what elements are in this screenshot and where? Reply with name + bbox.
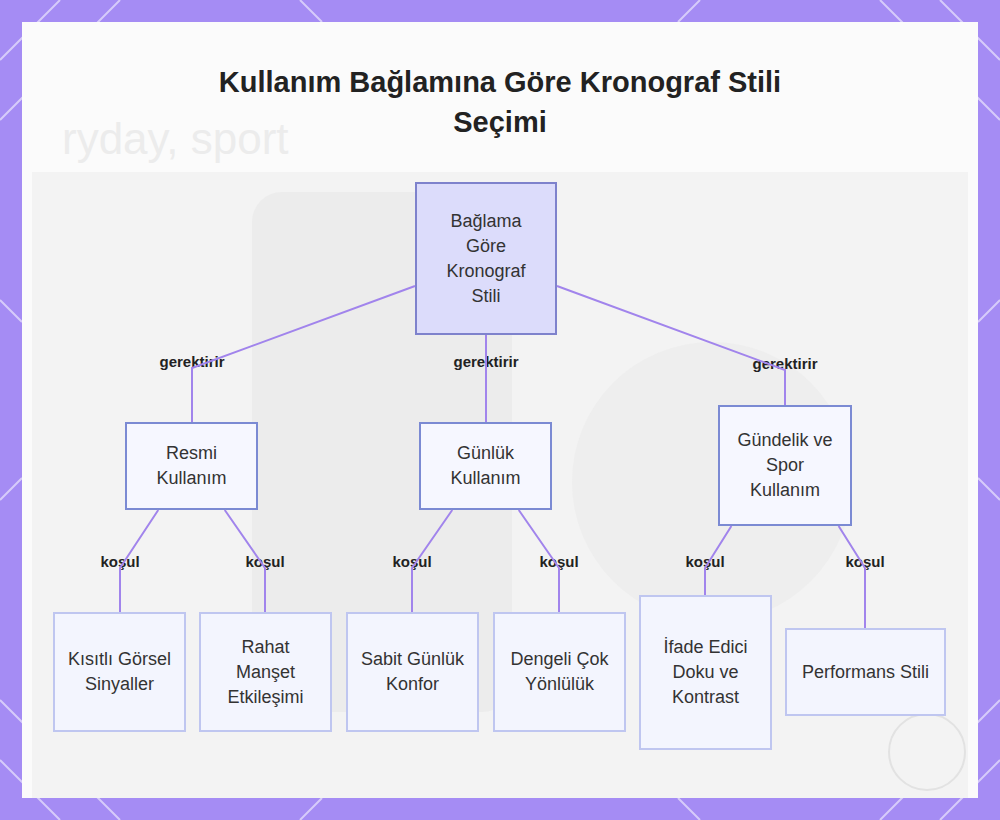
node-text: Performans Stili — [802, 660, 929, 685]
node-text: Kısıtlı Görsel Sinyaller — [65, 647, 174, 697]
category-box: Gündelik ve Spor Kullanım — [718, 405, 852, 526]
text-wrap: Gündelik ve Spor Kullanım — [730, 428, 840, 503]
node-text: Bağlama Göre Kronograf Stili — [439, 209, 533, 309]
edge-label: koşul — [845, 553, 884, 570]
node-text: İfade Edici Doku ve Kontrast — [651, 635, 760, 710]
node-text: Sabit Günlük Konfor — [358, 647, 467, 697]
text-wrap: Resmi Kullanım — [137, 441, 246, 491]
connector — [120, 510, 158, 612]
connector — [519, 510, 559, 612]
edge-label: koşul — [245, 553, 284, 570]
connector — [705, 526, 731, 595]
node-text: Gündelik ve Spor Kullanım — [730, 428, 840, 503]
condition-box: Kısıtlı Görsel Sinyaller — [53, 612, 186, 732]
connector — [485, 335, 487, 422]
edge-label: koşul — [392, 553, 431, 570]
node-text: Dengeli Çok Yönlülük — [505, 647, 614, 697]
edge-label: gerektirir — [752, 355, 817, 372]
text-wrap: Sabit Günlük Konfor — [358, 647, 467, 697]
text-wrap: Bağlama Göre Kronograf Stili — [439, 209, 533, 309]
condition-box: Rahat Manşet Etkileşimi — [199, 612, 332, 732]
text-wrap: Dengeli Çok Yönlülük — [505, 647, 614, 697]
text-wrap: Performans Stili — [802, 660, 929, 685]
background-text: ryday, sport — [62, 114, 289, 164]
condition-box: Dengeli Çok Yönlülük — [493, 612, 626, 732]
edge-label: koşul — [539, 553, 578, 570]
condition-box: İfade Edici Doku ve Kontrast — [639, 595, 772, 750]
edge-label: gerektirir — [159, 353, 224, 370]
condition-box: Performans Stili — [785, 628, 946, 716]
category-box: Günlük Kullanım — [419, 422, 552, 510]
text-wrap: Günlük Kullanım — [431, 441, 540, 491]
edge-label: koşul — [100, 553, 139, 570]
connector — [839, 526, 865, 628]
node-text: Günlük Kullanım — [431, 441, 540, 491]
text-wrap: Rahat Manşet Etkileşimi — [211, 635, 320, 710]
connector — [412, 510, 452, 612]
diagram-title: Kullanım Bağlamına Göre Kronograf Stili … — [200, 62, 800, 142]
category-box: Resmi Kullanım — [125, 422, 258, 510]
connector — [192, 286, 415, 422]
text-wrap: İfade Edici Doku ve Kontrast — [651, 635, 760, 710]
connector — [557, 286, 785, 405]
node-text: Rahat Manşet Etkileşimi — [211, 635, 320, 710]
edge-label: gerektirir — [453, 353, 518, 370]
node-text: Resmi Kullanım — [137, 441, 246, 491]
connector — [225, 510, 265, 612]
text-wrap: Kısıtlı Görsel Sinyaller — [65, 647, 174, 697]
root-box: Bağlama Göre Kronograf Stili — [415, 182, 557, 335]
edge-label: koşul — [685, 553, 724, 570]
condition-box: Sabit Günlük Konfor — [346, 612, 479, 732]
